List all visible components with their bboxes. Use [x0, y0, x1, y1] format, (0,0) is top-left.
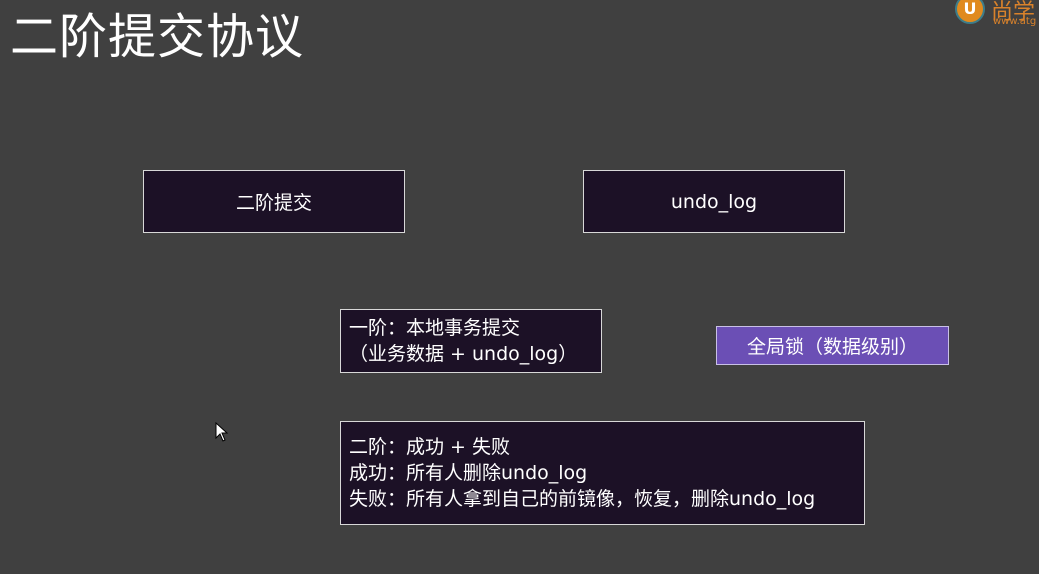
brand-logo-icon: U	[955, 0, 985, 24]
undo-log-label: undo_log	[670, 190, 758, 213]
brand-logo-name: 尚学	[991, 0, 1036, 25]
undo-log-box: undo_log	[583, 170, 845, 233]
phase-one-line-2: （业务数据 + undo_log）	[349, 343, 578, 365]
phase-two-line-2: 成功：所有人删除undo_log	[349, 462, 588, 484]
global-lock-box: 全局锁（数据级别）	[716, 326, 949, 365]
brand-logo: U 尚学 www.atg	[953, 0, 1039, 34]
phase-one-box: 一阶：本地事务提交 （业务数据 + undo_log）	[340, 309, 602, 373]
phase-two-line-1: 二阶：成功 + 失败	[349, 436, 510, 458]
phase-two-box: 二阶：成功 + 失败 成功：所有人删除undo_log 失败：所有人拿到自己的前…	[340, 421, 865, 525]
global-lock-label: 全局锁（数据级别）	[746, 336, 918, 358]
slide-title: 二阶提交协议	[10, 9, 305, 65]
brand-logo-url: www.atg	[993, 16, 1037, 27]
mouse-pointer-icon	[215, 422, 229, 442]
phase-two-line-3: 失败：所有人拿到自己的前镜像，恢复，删除undo_log	[349, 488, 816, 510]
phase-one-line-1: 一阶：本地事务提交	[349, 317, 521, 339]
two-phase-commit-label: 二阶提交	[235, 192, 312, 214]
two-phase-commit-box: 二阶提交	[143, 170, 405, 233]
